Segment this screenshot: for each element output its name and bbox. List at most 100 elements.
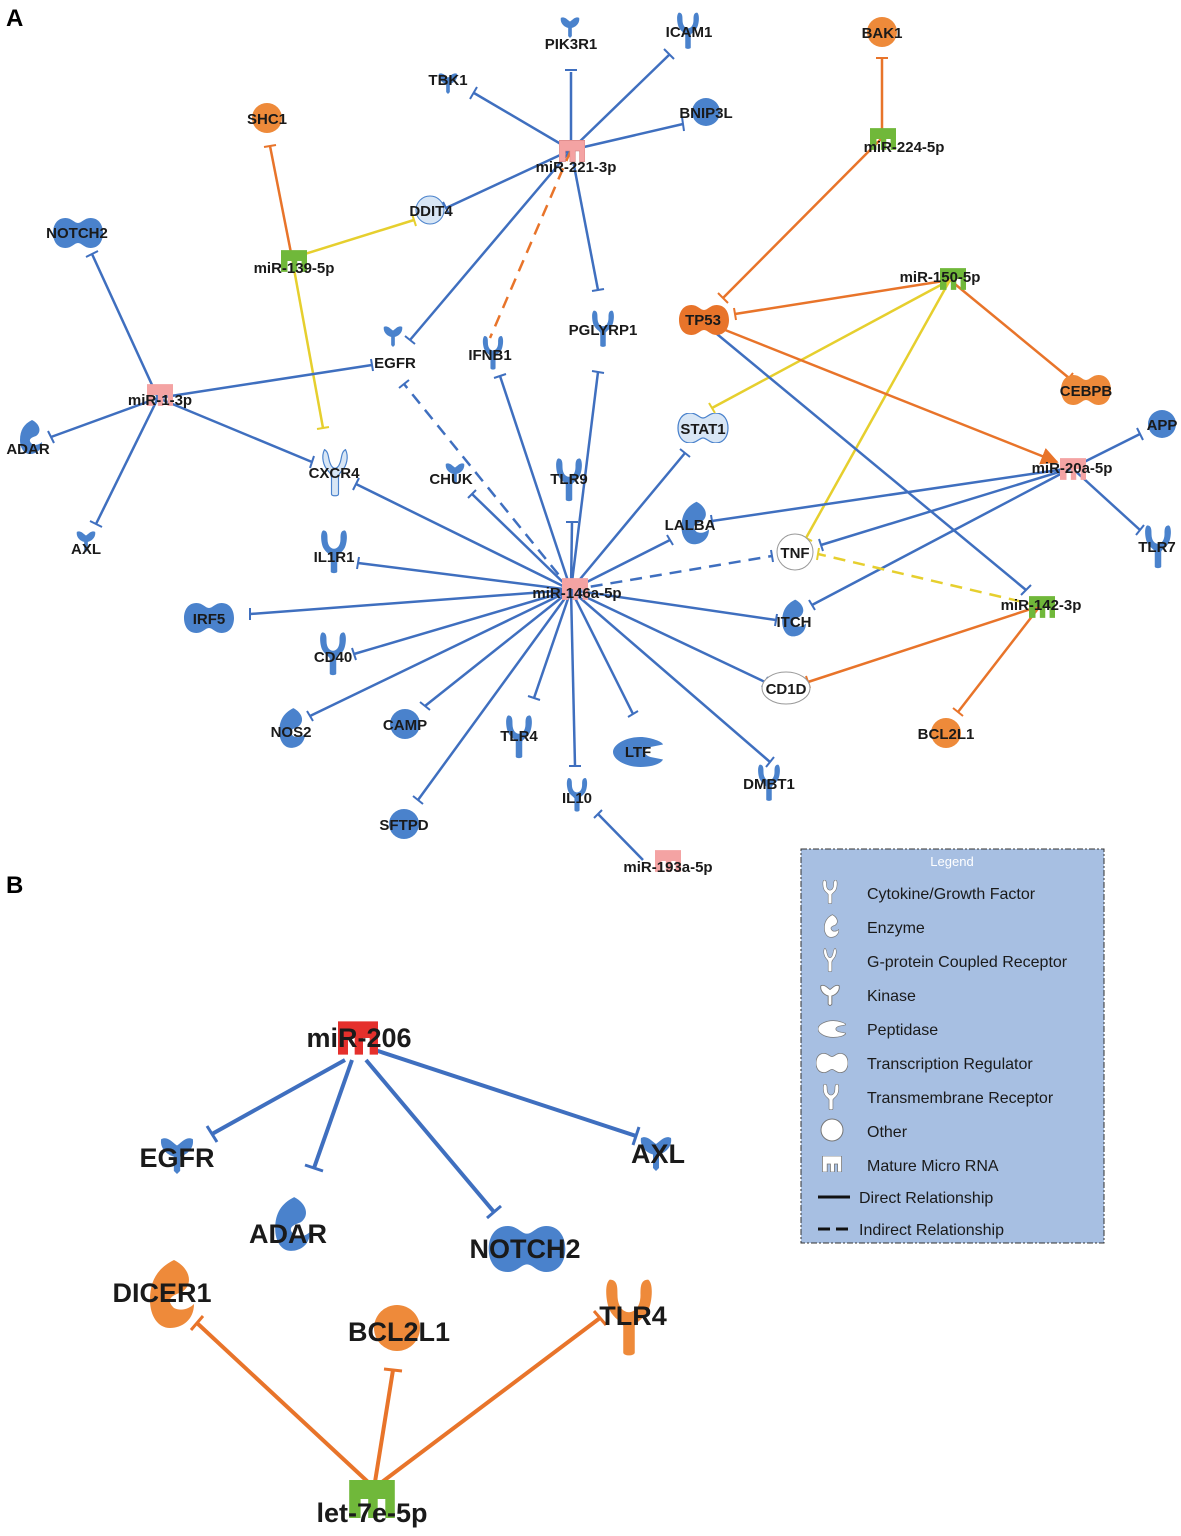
edge xyxy=(957,605,1041,713)
node-label: ITCH xyxy=(777,614,812,631)
node-label: TLR4 xyxy=(599,1301,667,1331)
node-label: TLR4 xyxy=(500,728,538,745)
camp-node-icon[interactable] xyxy=(390,709,420,739)
egfr-node-icon[interactable] xyxy=(383,326,403,347)
cd1d-node-icon[interactable] xyxy=(761,671,811,705)
edge xyxy=(419,701,431,711)
edge xyxy=(952,707,964,717)
edge xyxy=(403,383,572,591)
pik3r1-node-icon[interactable] xyxy=(560,17,580,38)
node-label: TP53 xyxy=(685,312,721,329)
bcl2l1-b-node-icon[interactable] xyxy=(374,1305,420,1351)
edge xyxy=(355,482,572,592)
panel-b-labels: miR-206 EGFR AXL ADAR NOTCH2 DICER1 BCL2… xyxy=(112,1023,685,1528)
bak1-node-icon[interactable] xyxy=(867,17,897,47)
edge xyxy=(404,335,416,345)
legend: Legend Cytokine/Growth Factor Enzyme G-p… xyxy=(800,848,1105,1244)
edge xyxy=(774,613,778,627)
edge xyxy=(817,552,1041,608)
edge xyxy=(291,218,415,260)
edge xyxy=(708,402,716,414)
bnip3l-node-icon[interactable] xyxy=(692,98,720,126)
edge xyxy=(699,319,1027,591)
edge xyxy=(532,589,573,699)
edge xyxy=(569,371,600,591)
edge xyxy=(374,1048,637,1138)
edge xyxy=(679,448,691,458)
edge xyxy=(195,1321,370,1484)
legend-item-label: Cytokine/Growth Factor xyxy=(867,886,1036,903)
panel-letter-b: B xyxy=(6,872,23,899)
shc1-node-icon[interactable] xyxy=(252,103,282,133)
edge xyxy=(627,710,639,718)
node-label: miR-1-3p xyxy=(128,392,192,409)
node-label: CD1D xyxy=(766,681,807,698)
node-label: miR-221-3p xyxy=(536,159,617,176)
node-label: miR-20a-5p xyxy=(1032,460,1113,477)
node-label: CHUK xyxy=(429,471,472,488)
edge xyxy=(249,588,572,616)
panel-letter-a: A xyxy=(6,5,23,32)
node-label: IL10 xyxy=(562,790,592,807)
app-node-icon[interactable] xyxy=(1148,410,1176,438)
node-label: miR-139-5p xyxy=(254,260,335,277)
edge xyxy=(493,373,507,379)
node-label: miR-206 xyxy=(306,1023,411,1053)
edge xyxy=(409,149,572,341)
node-label: CD40 xyxy=(314,649,352,666)
edge xyxy=(816,547,820,561)
edge xyxy=(699,318,1059,465)
edge xyxy=(765,756,775,768)
edge xyxy=(309,455,315,469)
edge xyxy=(157,396,313,464)
legend-item-label: Indirect Relationship xyxy=(859,1222,1004,1239)
edge xyxy=(570,554,773,592)
node-label: ICAM1 xyxy=(666,24,713,41)
edge xyxy=(352,477,360,491)
bcl2l1-node-icon[interactable] xyxy=(931,718,961,748)
edge xyxy=(1020,584,1032,596)
edge xyxy=(469,86,478,100)
node-label: BCL2L1 xyxy=(348,1317,450,1347)
edge xyxy=(380,1316,602,1484)
edge xyxy=(804,279,952,539)
node-label: TBK1 xyxy=(428,72,467,89)
node-label: APP xyxy=(1147,417,1178,434)
node-label: BNIP3L xyxy=(679,105,732,122)
edge xyxy=(570,589,771,763)
edge xyxy=(593,809,603,819)
legend-item-label: Enzyme xyxy=(867,920,925,937)
edge xyxy=(89,520,103,528)
edge xyxy=(820,466,1073,547)
edge xyxy=(569,589,577,767)
node-label: CAMP xyxy=(383,717,427,734)
tnf-node-icon[interactable] xyxy=(776,533,814,571)
edge xyxy=(416,589,573,801)
edge xyxy=(734,278,951,316)
edge xyxy=(370,358,374,372)
node-label: SFTPD xyxy=(379,817,428,834)
legend-title: Legend xyxy=(930,854,973,869)
node-label: TNF xyxy=(780,545,809,562)
panel-a-nodes xyxy=(20,12,1176,872)
edge xyxy=(486,1204,502,1220)
node-label: PGLYRP1 xyxy=(569,322,638,339)
node-label: TLR9 xyxy=(550,471,588,488)
edge xyxy=(631,1126,641,1146)
edge xyxy=(570,122,684,152)
edge xyxy=(412,795,424,805)
node-label: NOS2 xyxy=(271,724,312,741)
edge xyxy=(818,538,824,552)
node-label: EGFR xyxy=(374,355,416,372)
sftpd-node-icon[interactable] xyxy=(389,809,419,839)
legend-item-label: Transcription Regulator xyxy=(867,1056,1033,1073)
node-label: miR-142-3p xyxy=(1001,597,1082,614)
ddit4-node-icon[interactable] xyxy=(415,195,445,225)
node-label: NOTCH2 xyxy=(469,1234,580,1264)
edge xyxy=(471,493,572,591)
edge xyxy=(592,1310,608,1326)
edge xyxy=(569,149,600,291)
node-label: IFNB1 xyxy=(468,347,511,364)
legend-item-label: G-protein Coupled Receptor xyxy=(867,954,1068,971)
edge xyxy=(722,137,883,299)
